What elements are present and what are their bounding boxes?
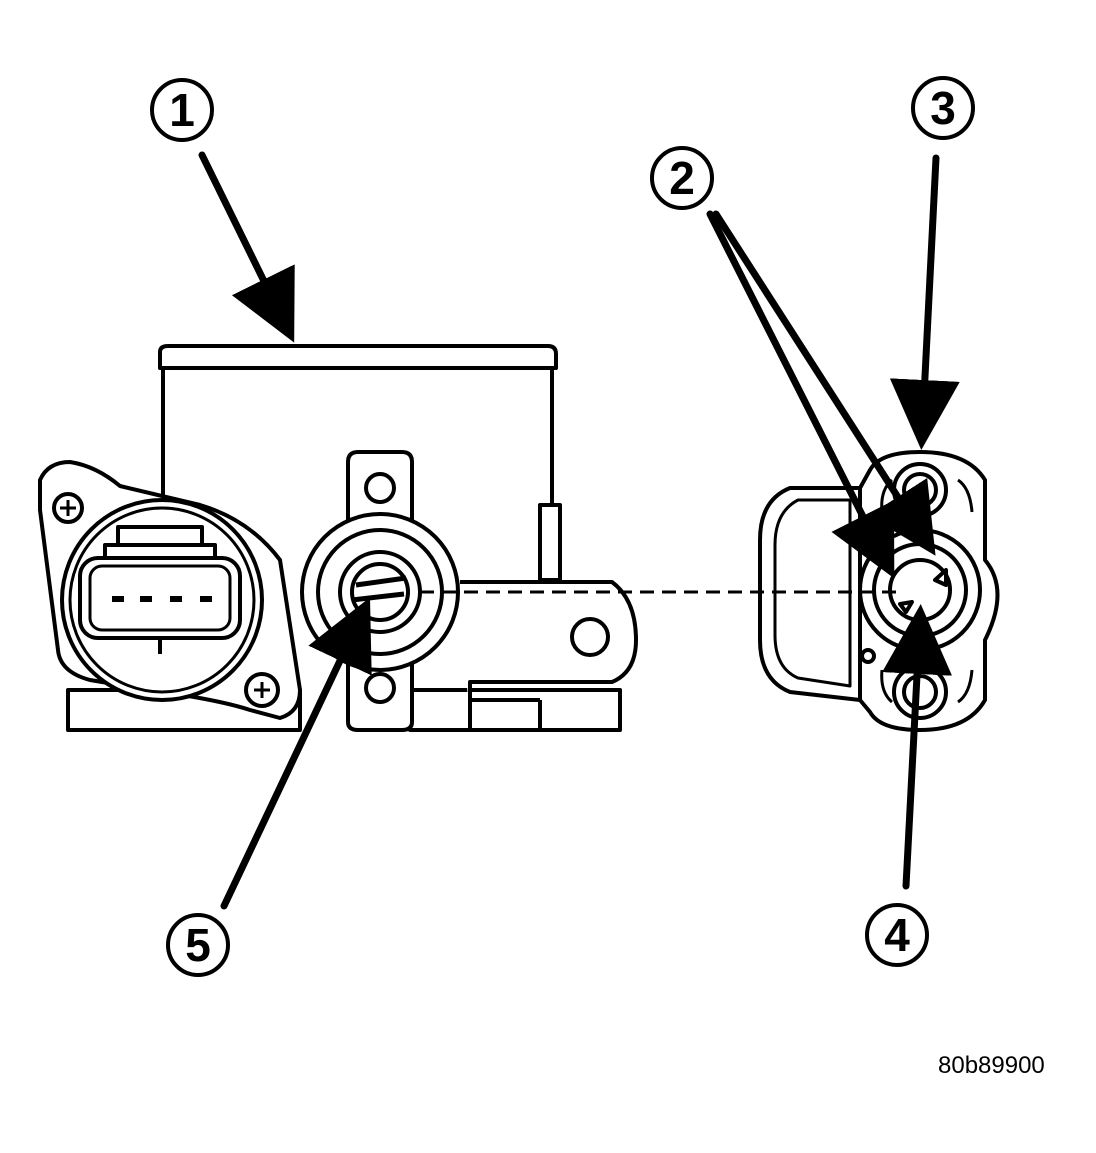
arrow-callout-1 bbox=[198, 151, 295, 343]
idle-air-control-motor bbox=[38, 460, 302, 720]
tps-mounting-pad bbox=[300, 450, 460, 732]
leader-arrows bbox=[198, 151, 960, 910]
callout-4: 4 bbox=[865, 903, 929, 967]
arrow-callout-2a bbox=[706, 210, 895, 579]
callout-1-label: 1 bbox=[169, 84, 195, 136]
callout-3: 3 bbox=[911, 76, 975, 140]
callout-3-label: 3 bbox=[930, 82, 956, 134]
callout-5: 5 bbox=[166, 913, 230, 977]
callout-2: 2 bbox=[650, 146, 714, 210]
callout-4-label: 4 bbox=[884, 909, 910, 961]
throttle-body bbox=[66, 344, 638, 732]
arrow-callout-3 bbox=[889, 154, 960, 450]
arrow-callout-5 bbox=[220, 597, 372, 910]
callout-2-label: 2 bbox=[669, 152, 695, 204]
arrow-callout-4 bbox=[882, 604, 953, 890]
callout-1: 1 bbox=[150, 78, 214, 142]
figure-id: 80b89900 bbox=[938, 1052, 1045, 1079]
callout-5-label: 5 bbox=[185, 919, 211, 971]
arrow-callout-2b bbox=[712, 210, 936, 556]
